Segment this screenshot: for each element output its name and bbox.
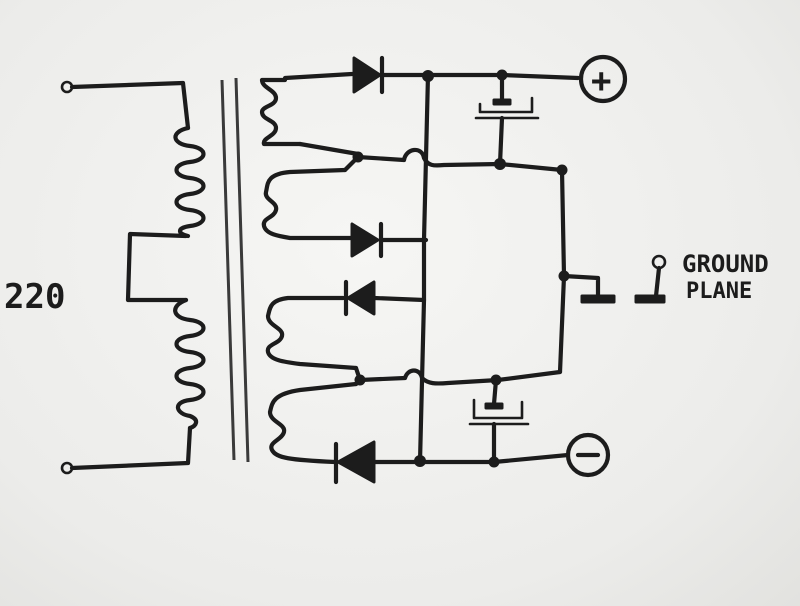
- diode-4: [333, 440, 423, 485]
- minus-terminal-icon: [565, 432, 611, 478]
- input-lead-top: [69, 80, 191, 131]
- primary-coil-lower: [173, 297, 206, 431]
- wire-junction-upper: [342, 154, 361, 173]
- secondary-coil-2: [261, 167, 355, 241]
- diode-2: [350, 221, 429, 259]
- secondary-coil-3: [265, 295, 359, 371]
- positive-terminal-label: +: [591, 61, 611, 101]
- center-line-lower: [357, 368, 563, 386]
- transformer-core-right: [234, 77, 250, 463]
- ground-symbol-icon: [580, 294, 616, 304]
- input-lead-bottom: [69, 425, 193, 471]
- ground-label-line2: PLANE: [686, 279, 752, 304]
- input-voltage-label: 220: [4, 277, 65, 317]
- plus-terminal-icon: +: [578, 54, 628, 104]
- secondary-coil-4: [267, 381, 359, 465]
- center-line-upper: [355, 147, 565, 173]
- ground-wire: [561, 273, 601, 299]
- transformer-core-left: [220, 79, 236, 461]
- vertical-bus: [417, 72, 431, 465]
- diode-1: [282, 55, 431, 95]
- wire-coil1-to-junction: [297, 141, 361, 157]
- ground-plane-symbol: [634, 254, 667, 304]
- capacitor-lower: [468, 374, 530, 465]
- ground-label-line1: GROUND: [682, 250, 769, 278]
- node-center-upper: [494, 158, 506, 170]
- secondary-coil-1: [259, 77, 303, 147]
- primary-center-tap: [125, 231, 189, 303]
- primary-coil-upper: [173, 125, 206, 239]
- capacitor-upper: [474, 72, 540, 167]
- diode-3: [343, 279, 427, 317]
